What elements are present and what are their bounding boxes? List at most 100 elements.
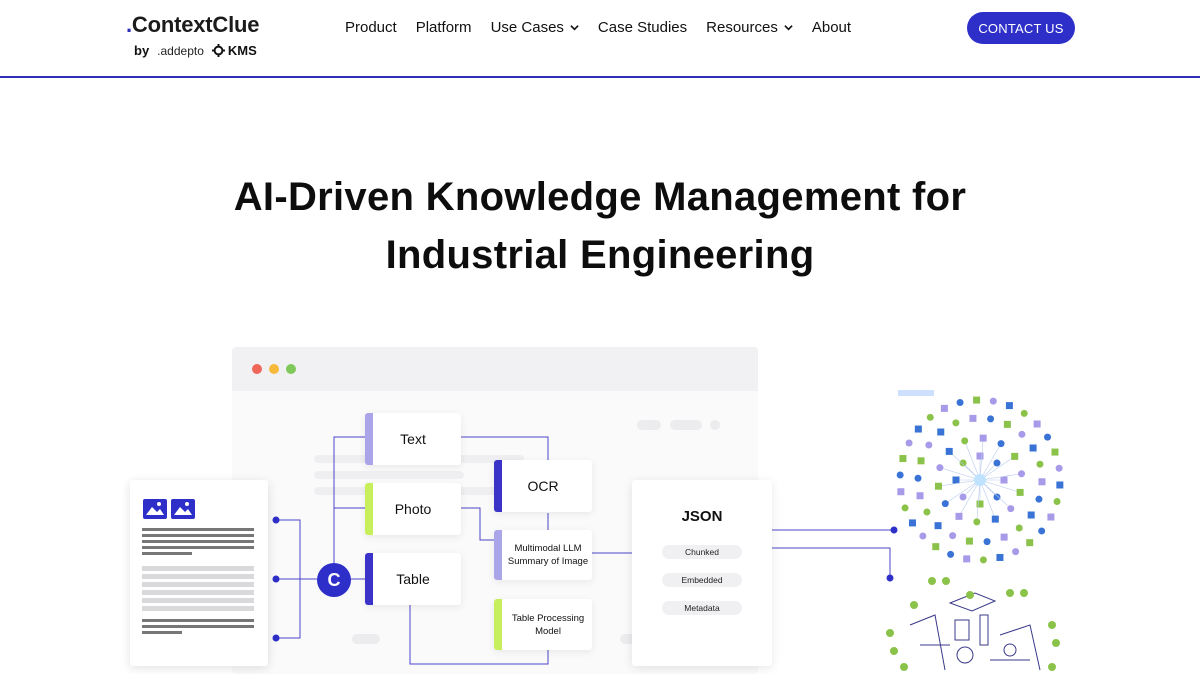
graph-node [926,413,934,421]
graph-node [914,425,922,433]
graph-node [934,482,942,490]
skeleton-bar [314,471,464,479]
graph-node [961,437,969,445]
text-line [142,540,254,543]
processor-table-model-card: Table Processing Model [494,599,592,650]
graph-node [955,512,963,520]
graph-node [908,519,916,527]
graph-node [1015,524,1023,532]
graph-node [1000,533,1008,541]
graph-node [919,532,927,540]
graph-node [987,415,995,423]
graph-node [901,504,909,512]
graph-node [976,452,984,460]
text-line [142,619,254,622]
graph-node [1038,527,1046,535]
image-icon [143,499,195,519]
graph-node [996,553,1004,561]
nav-use-cases[interactable]: Use Cases [491,19,579,36]
graph-node [956,399,964,407]
nav-case-studies[interactable]: Case Studies [597,19,688,36]
graph-node [969,414,977,422]
graph-node [1047,513,1055,521]
nav-platform[interactable]: Platform [415,19,472,36]
graph-node [1016,488,1024,496]
graph-node [940,404,948,412]
graph-node [899,455,907,463]
graph-node [959,459,967,467]
by-label: by [134,43,150,58]
graph-node [897,488,905,496]
graph-node [979,434,987,442]
graph-node [1051,448,1059,456]
graph-node [1000,476,1008,484]
knowledge-graph [896,396,1064,564]
connector-dot [272,516,280,524]
graph-node [976,500,984,508]
json-title: JSON [681,508,723,525]
graph-node [1055,464,1063,472]
skeleton-bar [670,420,702,430]
graph-node [1033,420,1041,428]
connector-dot [272,575,280,583]
graph-node [1053,497,1061,505]
graph-node [1036,460,1044,468]
input-text-card: Text [365,413,461,465]
processor-multimodal-llm-card: Multimodal LLM Summary of Image [494,530,592,580]
graph-node [932,543,940,551]
processor-ocr-card: OCR [494,460,592,512]
graph-node [965,537,973,545]
graph-node [1038,478,1046,486]
text-line [142,625,254,628]
graph-node [1026,539,1034,547]
graph-node [937,428,945,436]
contextclue-logo[interactable]: .ContextClue [126,12,260,37]
tag-embedded: Embedded [662,573,742,587]
tag-metadata: Metadata [662,601,742,615]
text-line [142,546,254,549]
graph-node [1018,430,1026,438]
graph-node [1005,402,1013,410]
graph-node [905,439,913,447]
text-line [142,552,192,555]
addepto-logo: .addepto [157,44,204,58]
chevron-down-icon [570,25,579,31]
graph-node [991,515,999,523]
nav-about[interactable]: About [811,19,852,36]
connector-dot [890,526,898,534]
main-nav: Product Platform Use Cases Case Studies … [345,19,870,36]
text-line [142,528,254,531]
graph-node [973,518,981,526]
contact-us-button[interactable]: CONTACT US [967,12,1075,44]
skeleton-bar [710,420,720,430]
text-line [142,631,182,634]
json-output-card: JSON Chunked Embedded Metadata [632,480,772,666]
graph-node [989,397,997,405]
graph-node [947,550,955,558]
graph-node [952,419,960,427]
source-document-card [130,480,268,666]
graph-node [925,441,933,449]
graph-node [936,464,944,472]
graph-node [1003,420,1011,428]
graph-node [1035,495,1043,503]
nav-resources[interactable]: Resources [706,19,793,36]
nav-product[interactable]: Product [345,19,397,36]
graph-node [941,500,949,508]
graph-node [979,556,987,564]
graph-node [917,457,925,465]
close-dot-icon [252,364,262,374]
graph-node [934,522,942,530]
partner-byline: by .addepto KMS [134,43,257,58]
graph-node [1044,433,1052,441]
assembly-diagram [886,577,1060,671]
graph-node [1027,511,1035,519]
table-skeleton [142,566,254,611]
graph-node [959,493,967,501]
graph-node [983,538,991,546]
site-header: .ContextClue by .addepto KMS Product Pla… [0,0,1200,78]
input-photo-card: Photo [365,483,461,535]
graph-node [1012,548,1020,556]
text-line [142,534,254,537]
graph-node [945,447,953,455]
